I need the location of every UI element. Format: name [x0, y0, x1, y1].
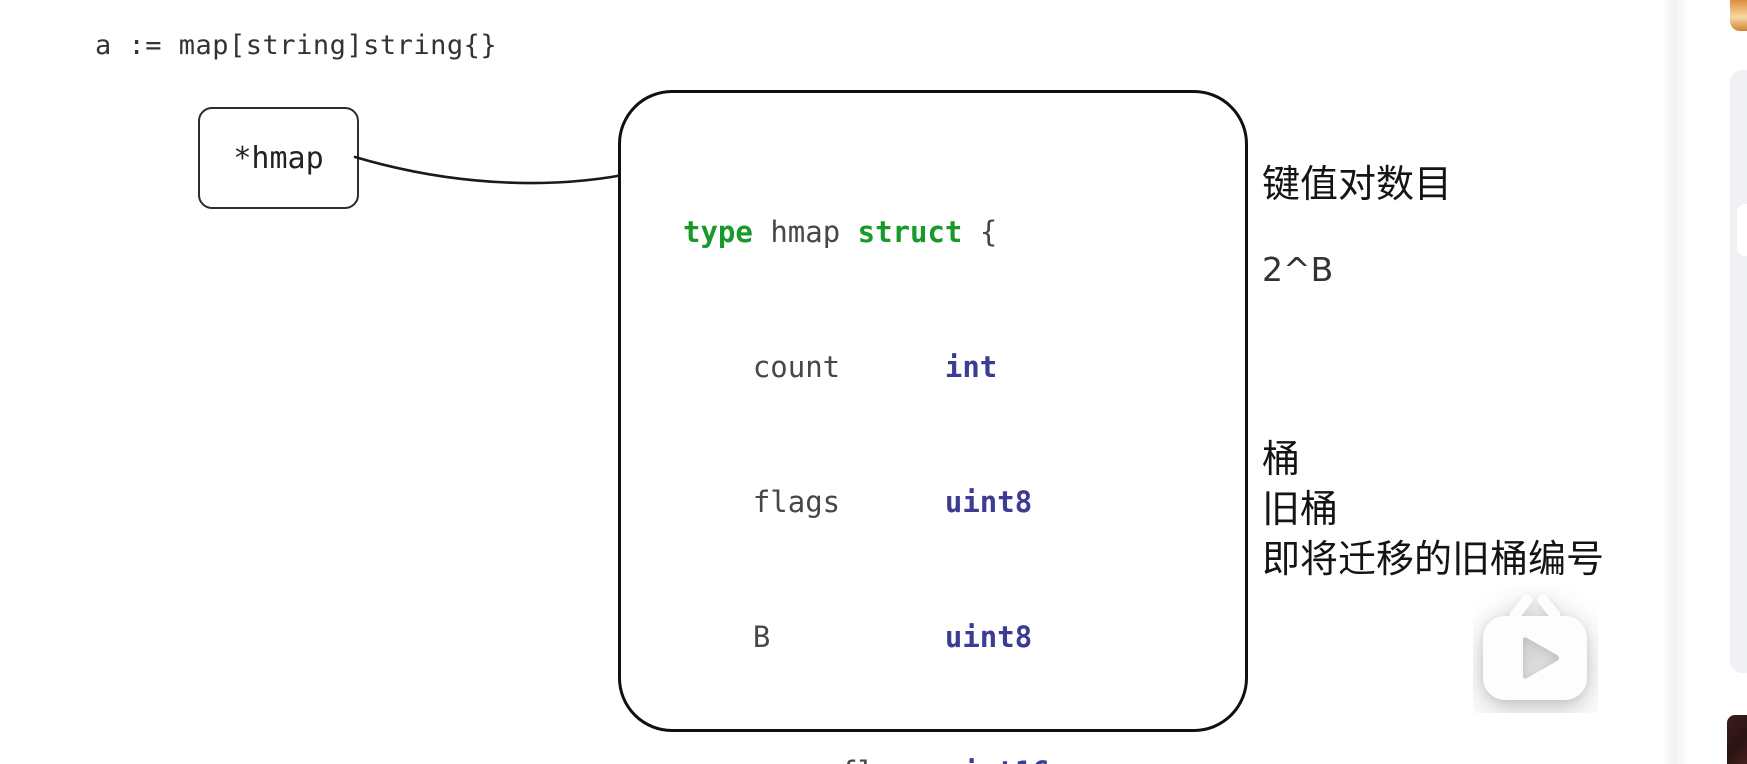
- field-name: B: [752, 620, 945, 654]
- annotation-count: 键值对数目: [1262, 162, 1453, 206]
- map-declaration-text: a := map[string]string{}: [95, 30, 498, 61]
- code-field-noverflow: noverflow uint16: [683, 750, 1189, 764]
- field-name: flags: [752, 485, 945, 519]
- sidebar-thumbnail-dark[interactable]: [1727, 715, 1747, 764]
- code-field-B: B uint8: [683, 615, 1189, 660]
- annotation-nevacuate: 即将迁移的旧桶编号: [1262, 537, 1605, 581]
- sidebar-thumbnail-orange[interactable]: [1730, 0, 1747, 31]
- sidebar-card-strip: [1730, 70, 1747, 673]
- sidebar-card-notch: [1737, 204, 1747, 256]
- hmap-pointer-label: *hmap: [233, 140, 324, 176]
- annotation-buckets: 桶: [1262, 437, 1301, 481]
- field-type: uint8: [944, 620, 1033, 654]
- field-name: noverflow: [753, 755, 945, 764]
- field-type: uint16: [945, 755, 1050, 764]
- open-brace: {: [979, 215, 998, 249]
- annotation-oldbuckets: 旧桶: [1262, 487, 1339, 531]
- code-field-count: count int: [683, 345, 1189, 390]
- code-line-signature: type hmap struct {: [683, 210, 1189, 255]
- annotation-b: 2^B: [1262, 250, 1334, 289]
- code-field-flags: flags uint8: [683, 480, 1189, 525]
- bilibili-tv-play-icon[interactable]: [1473, 585, 1598, 713]
- struct-name: hmap: [770, 215, 858, 249]
- keyword-type: type: [683, 215, 771, 249]
- hmap-struct-box: [618, 90, 1248, 732]
- field-type: uint8: [944, 485, 1033, 519]
- player-edge-shadow: [1662, 0, 1690, 764]
- hmap-pointer-box: *hmap: [198, 107, 359, 209]
- field-name: count: [752, 350, 945, 384]
- keyword-struct: struct: [857, 215, 980, 249]
- hmap-struct-code: type hmap struct { count int flags uint8…: [683, 120, 1189, 764]
- field-type: int: [944, 350, 998, 384]
- pointer-arrow: [353, 155, 640, 185]
